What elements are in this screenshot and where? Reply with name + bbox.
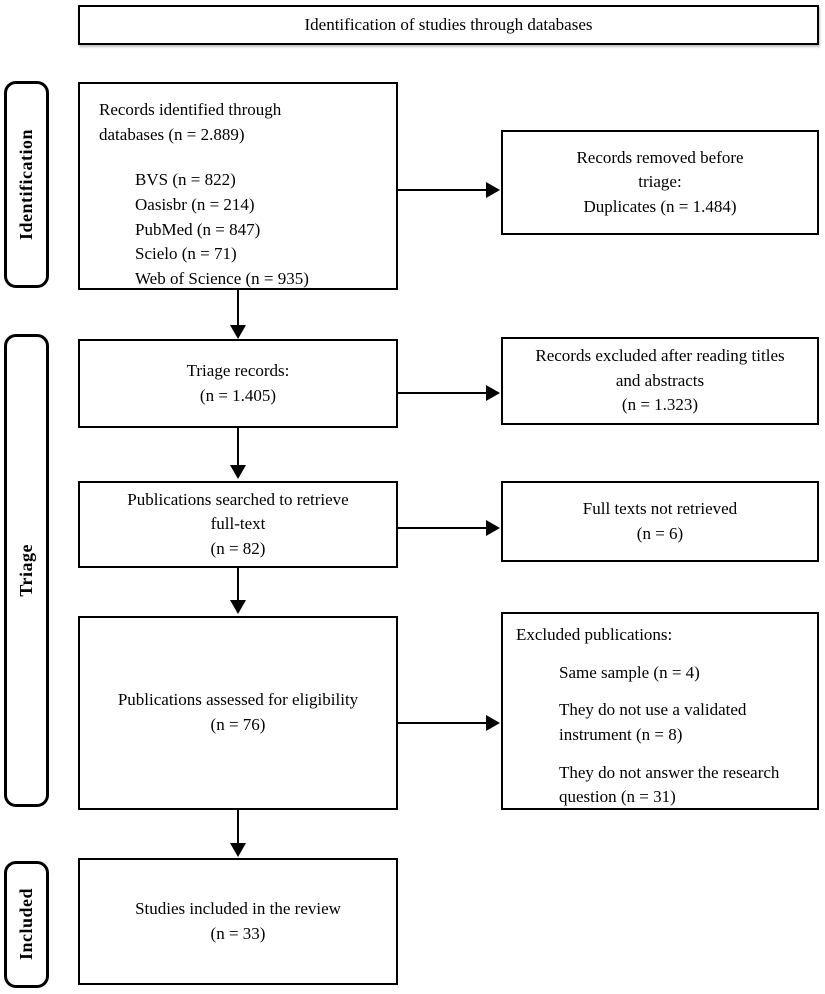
box-text-line: Triage records:: [186, 360, 290, 380]
down-arrow-head-icon: [230, 600, 246, 614]
down-arrow-head-icon: [230, 465, 246, 479]
database-source-item: BVS (n = 822): [135, 170, 236, 190]
right-arrow-line: [398, 722, 487, 724]
right-arrow-head-icon: [486, 182, 500, 198]
studies-included-box: Studies included in the review (n = 33): [78, 858, 398, 985]
box-text-line: databases (n = 2.889): [99, 124, 245, 144]
stage-label-text: Identification: [16, 128, 37, 240]
down-arrow-head-icon: [230, 843, 246, 857]
box-text-line: Records excluded after reading titles: [535, 346, 785, 366]
right-arrow-line: [398, 392, 487, 394]
exclusion-reason: They do not use a validated instrument (…: [559, 700, 747, 744]
right-arrow-line: [398, 189, 487, 191]
database-source-list: BVS (n = 822) Oasisbr (n = 214) PubMed (…: [135, 168, 386, 291]
publications-searched-box: Publications searched to retrieve full-t…: [78, 481, 398, 568]
box-text-line: (n = 6): [636, 523, 684, 543]
right-arrow-head-icon: [486, 385, 500, 401]
database-source-item: PubMed (n = 847): [135, 219, 261, 239]
box-text-line: Studies included in the review: [135, 898, 341, 918]
database-source-item: Web of Science (n = 935): [135, 268, 309, 288]
database-source-item: Scielo (n = 71): [135, 244, 237, 264]
stage-label-included: Included: [4, 861, 49, 988]
box-text-line: (n = 33): [210, 923, 266, 943]
diagram-title: Identification of studies through databa…: [304, 14, 593, 34]
right-arrow-line: [398, 527, 487, 529]
triage-records-box: Triage records: (n = 1.405): [78, 339, 398, 428]
box-text-line: Records removed before: [576, 147, 744, 167]
box-text-line: Records identified through: [99, 100, 282, 119]
box-text-line: (n = 82): [210, 538, 266, 558]
box-text-line: (n = 1.323): [621, 395, 699, 415]
stage-label-text: Included: [16, 888, 37, 961]
box-text-line: Duplicates (n = 1.484): [583, 196, 737, 216]
stage-label-triage: Triage: [4, 334, 49, 807]
records-excluded-box: Records excluded after reading titles an…: [501, 337, 819, 425]
box-text-line: Publications searched to retrieve: [127, 489, 349, 509]
records-identified-box: Records identified through databases (n …: [78, 82, 398, 290]
box-text-line: triage:: [638, 172, 682, 192]
box-text-line: (n = 1.405): [199, 385, 277, 405]
box-text-line: full-text: [210, 514, 266, 534]
publications-assessed-box: Publications assessed for eligibility (n…: [78, 616, 398, 810]
box-text-line: Publications assessed for eligibility: [117, 690, 359, 710]
down-arrow-line: [237, 290, 239, 326]
exclusion-reason: Same sample (n = 4): [559, 662, 700, 682]
box-text-line: Full texts not retrieved: [582, 498, 738, 518]
exclusion-reason: They do not answer the research question…: [559, 762, 780, 807]
fulltext-not-retrieved-box: Full texts not retrieved (n = 6): [501, 481, 819, 562]
box-text-line: (n = 76): [210, 715, 266, 734]
box-text-line: and abstracts: [615, 370, 705, 390]
database-source-item: Oasisbr (n = 214): [135, 194, 255, 214]
excluded-publications-heading: Excluded publications:: [516, 625, 673, 644]
down-arrow-line: [237, 568, 239, 601]
diagram-title-box: Identification of studies through databa…: [78, 5, 819, 45]
records-removed-box: Records removed before triage: Duplicate…: [501, 130, 819, 235]
right-arrow-head-icon: [486, 520, 500, 536]
stage-label-text: Triage: [16, 544, 37, 597]
stage-label-identification: Identification: [4, 81, 49, 288]
excluded-publications-box: Excluded publications: Same sample (n = …: [501, 612, 819, 810]
down-arrow-line: [237, 428, 239, 466]
right-arrow-head-icon: [486, 715, 500, 731]
down-arrow-head-icon: [230, 325, 246, 339]
down-arrow-line: [237, 810, 239, 843]
